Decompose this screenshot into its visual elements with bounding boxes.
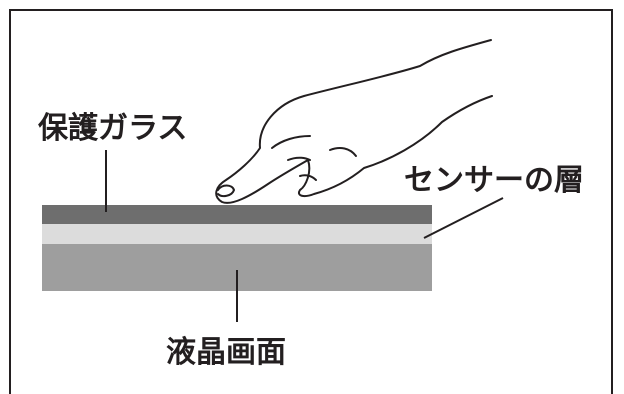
lcd-screen-label: 液晶画面 (166, 335, 286, 370)
protective-glass-label: 保護ガラス (38, 111, 187, 146)
diagram-frame (9, 9, 613, 394)
sensor-leader-line (423, 197, 504, 239)
sensor-layer (42, 224, 432, 244)
pointing-hand-icon (215, 39, 493, 204)
sensor-layer-label: センサーの層 (404, 163, 584, 198)
protective-glass-layer (42, 205, 432, 224)
